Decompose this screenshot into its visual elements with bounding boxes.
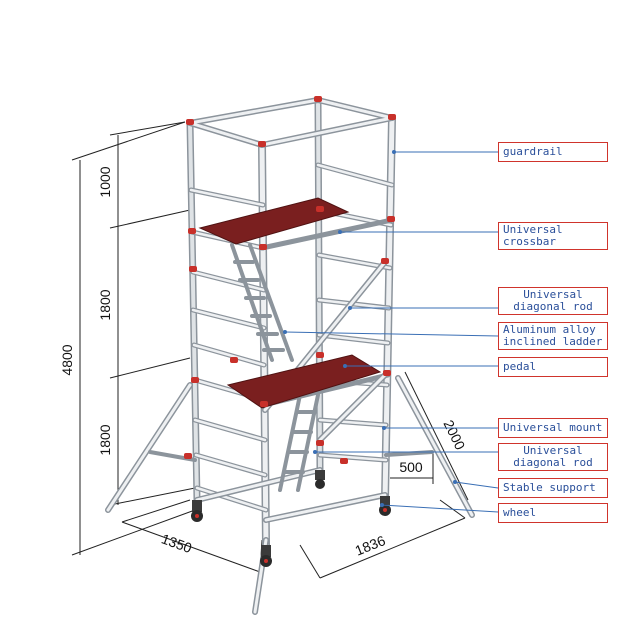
scaffold-frame [105, 96, 475, 615]
dim-width: 1350 [159, 530, 194, 556]
label-universal-diagonal-rod-upper: Universal diagonal rod [498, 287, 608, 315]
leader-dots [283, 150, 457, 507]
wheel-icon [260, 545, 272, 567]
label-guardrail: guardrail [498, 142, 608, 162]
label-wheel: wheel [498, 503, 608, 523]
dim-length: 1836 [353, 532, 388, 559]
leader-lines [284, 151, 499, 513]
platforms [198, 197, 382, 409]
stable-supports [105, 375, 475, 615]
label-universal-diagonal-rod-lower: Universal diagonal rod [498, 443, 608, 471]
label-pedal: pedal [498, 357, 608, 377]
dim-guardrail-height: 1000 [97, 166, 113, 197]
label-universal-mount: Universal mount [498, 418, 608, 438]
inclined-ladder [230, 243, 320, 492]
dim-total-height: 4800 [59, 344, 75, 375]
wheel-icon [315, 470, 325, 489]
dim-upper-section: 1800 [97, 289, 113, 320]
wheel-icon [191, 500, 203, 522]
wheels [191, 470, 391, 567]
label-universal-crossbar: Universal crossbar [498, 222, 608, 250]
dim-lower-section: 1800 [97, 424, 113, 455]
clamps [184, 96, 396, 464]
label-aluminum-inclined-ladder: Aluminum alloy inclined ladder [498, 322, 608, 350]
dim-support-length: 2000 [440, 417, 468, 452]
lower-platform [226, 354, 382, 409]
upper-platform [198, 197, 350, 245]
label-stable-support: Stable support [498, 478, 608, 498]
dim-mount-offset: 500 [399, 459, 423, 475]
